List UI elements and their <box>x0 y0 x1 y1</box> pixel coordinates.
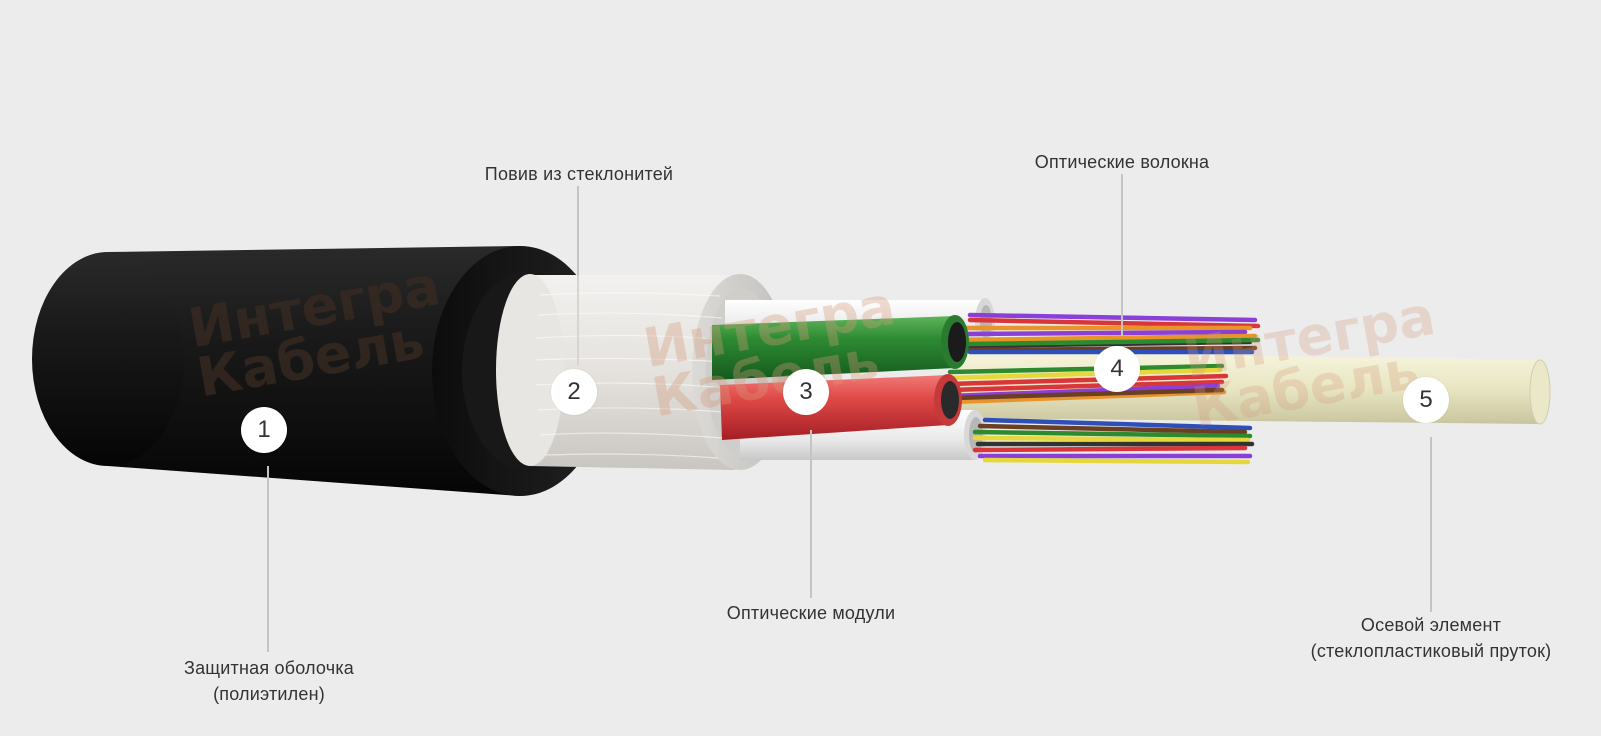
label-line: (полиэтилен) <box>213 684 325 704</box>
label-line: Осевой элемент <box>1360 615 1502 635</box>
label-protective-jacket: Защитная оболочка (полиэтилен) <box>184 655 354 707</box>
leader-line-5 <box>1430 437 1432 612</box>
marker-4[interactable]: 4 <box>1094 346 1140 392</box>
leader-line-2 <box>577 186 579 276</box>
label-central-element: Осевой элемент (стеклопластиковый пруток… <box>1311 612 1552 664</box>
leader-line-2-inner <box>577 276 579 366</box>
marker-5[interactable]: 5 <box>1403 377 1449 423</box>
fiber-bundle-bottom <box>972 417 1255 465</box>
label-line: Оптические модули <box>726 603 896 623</box>
leader-line-3 <box>810 430 812 598</box>
marker-3[interactable]: 3 <box>783 369 829 415</box>
fiber-bundle-middle <box>945 363 1229 405</box>
label-line: Защитная оболочка <box>183 658 355 678</box>
green-optical-module <box>712 315 969 380</box>
marker-2[interactable]: 2 <box>551 369 597 415</box>
label-optical-fibers: Оптические волокна <box>1035 149 1210 175</box>
marker-1[interactable]: 1 <box>241 407 287 453</box>
leader-line-1 <box>267 466 269 652</box>
label-line: Повив из стеклонитей <box>484 164 674 184</box>
label-optical-modules: Оптические модули <box>727 600 895 626</box>
label-line: Оптические волокна <box>1034 152 1210 172</box>
leader-line-4 <box>1121 174 1123 336</box>
label-glass-yarn: Повив из стеклонитей <box>485 161 673 187</box>
red-optical-module <box>720 374 962 440</box>
label-line: (стеклопластиковый пруток) <box>1310 641 1552 661</box>
